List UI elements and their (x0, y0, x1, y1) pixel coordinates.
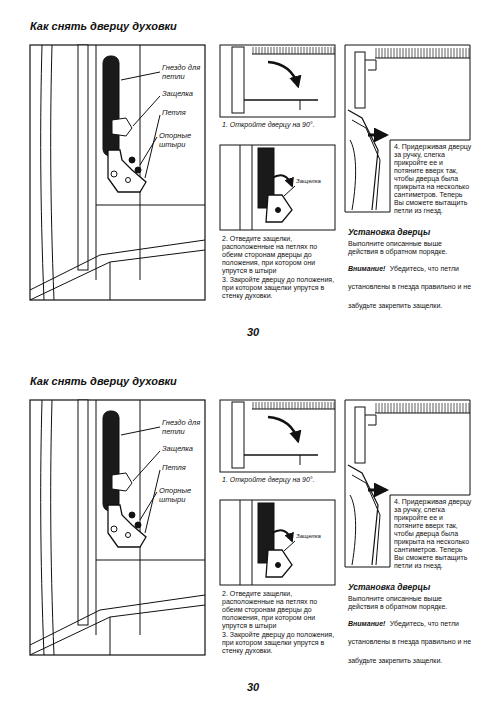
warning-paragraph: Внимание! Убедитесь, что петли установле… (348, 257, 472, 312)
illustration-stroke (348, 110, 378, 210)
illustration-stroke (345, 212, 390, 213)
space (385, 257, 389, 274)
illustration-stroke (30, 240, 205, 290)
oven-side-view (30, 45, 205, 300)
step2-illustration (220, 145, 335, 230)
step-text: 2. Отведите защелки, расположенные на пе… (222, 590, 336, 630)
illustration-stroke (140, 137, 157, 165)
step-text: 2. Отведите защелки, расположенные на пе… (222, 235, 336, 275)
text-column: 2. Отведите защелки, расположенные на пе… (222, 590, 336, 656)
space (385, 612, 389, 629)
illustration-stroke (350, 140, 356, 210)
illustration-stroke (375, 48, 470, 58)
illustration-stroke (252, 47, 335, 54)
illustration-stroke (272, 175, 292, 186)
part-label: Опорные штыри (159, 487, 204, 504)
part-label: Защелка (162, 90, 204, 99)
illustration-stroke (111, 171, 117, 177)
illustration-stroke (244, 99, 318, 101)
part-label: Петля (162, 109, 204, 118)
illustration-stroke (51, 45, 54, 300)
illustration-stroke (276, 208, 281, 213)
illustration-stroke (220, 45, 335, 117)
illustration-stroke (30, 250, 205, 300)
part-label: Петля (162, 464, 204, 473)
illustration-stroke (365, 60, 376, 70)
warning-word: Внимание! (348, 620, 385, 627)
illustration-stroke (220, 145, 335, 230)
illustration-stroke (300, 100, 301, 110)
illustration-stroke (108, 150, 146, 192)
part-label: Гнездо для петли (162, 64, 204, 81)
illustration-stroke (470, 45, 471, 140)
illustration-stroke (252, 145, 253, 230)
warning-word: Внимание! (348, 265, 385, 272)
part-label: Защелка (162, 445, 204, 454)
section-heading: Установка дверцы (348, 228, 472, 238)
illustration-stroke (345, 45, 346, 212)
page-number: 30 (238, 681, 268, 694)
illustration-stroke (345, 45, 470, 46)
illustration-stroke (41, 45, 44, 300)
text-column: Установка дверцыВыполните описанные выше… (348, 583, 472, 667)
text-column: 2. Отведите защелки, расположенные на пе… (222, 235, 336, 301)
illustration-stroke (96, 45, 97, 280)
part-label: Защелка (296, 178, 332, 185)
step-text: 4. Придерживая дверцу за ручку, слегка п… (394, 498, 472, 570)
illustration-stroke (368, 134, 386, 137)
step-text: 3. Закройте дверцу до положения, при кот… (222, 631, 336, 655)
warning-paragraph: Внимание! Убедитесь, что петли установле… (348, 612, 472, 667)
illustration-stroke (112, 118, 132, 136)
illustration-stroke (375, 58, 470, 59)
illustration-stroke (121, 72, 160, 80)
illustration-stroke (126, 178, 131, 183)
section-heading: Установка дверцы (348, 583, 472, 593)
illustration-stroke (266, 195, 292, 222)
part-label: Защелка (296, 533, 332, 540)
page-half: 2. Отведите защелки, расположенные на пе… (0, 355, 500, 708)
illustration-stroke (135, 167, 141, 173)
illustration-stroke (252, 54, 335, 55)
illustration-stroke (30, 45, 205, 300)
body-text: Выполните описанные выше действия в обра… (348, 595, 472, 611)
page-number: 30 (238, 326, 268, 339)
illustration-stroke (110, 262, 111, 300)
illustration-stroke (240, 145, 241, 230)
illustration-stroke (268, 62, 298, 86)
text-column: Установка дверцыВыполните описанные выше… (348, 228, 472, 312)
illustration-stroke (140, 45, 141, 280)
illustration-stroke (355, 52, 365, 108)
body-text: Выполните описанные выше действия в обра… (348, 240, 472, 256)
page-half: 2. Отведите защелки, расположенные на пе… (0, 0, 500, 354)
illustration-stroke (129, 157, 135, 163)
illustration-stroke (133, 96, 160, 126)
step-text: 1. Откройте дверцу на 90°. (222, 476, 337, 484)
illustration-stroke (284, 186, 295, 196)
illustration-stroke (390, 140, 470, 141)
part-label: Гнездо для петли (162, 419, 204, 436)
page-title: Как снять дверцу духовки (30, 20, 270, 33)
illustration-stroke (103, 56, 119, 156)
page-title: Как снять дверцу духовки (30, 375, 270, 388)
step-text: 3. Закройте дверцу до положения, при кот… (222, 276, 336, 300)
illustration-stroke (145, 115, 160, 178)
illustration-stroke (232, 47, 244, 113)
step-text: 4. Придерживая дверцу за ручку, слегка п… (394, 143, 472, 215)
illustration-stroke (78, 45, 88, 270)
illustration-stroke (96, 205, 205, 206)
step-text: 1. Откройте дверцу на 90°. (222, 121, 337, 129)
step1-illustration (220, 45, 335, 117)
part-label: Опорные штыри (159, 132, 204, 149)
illustration-stroke (390, 140, 391, 212)
